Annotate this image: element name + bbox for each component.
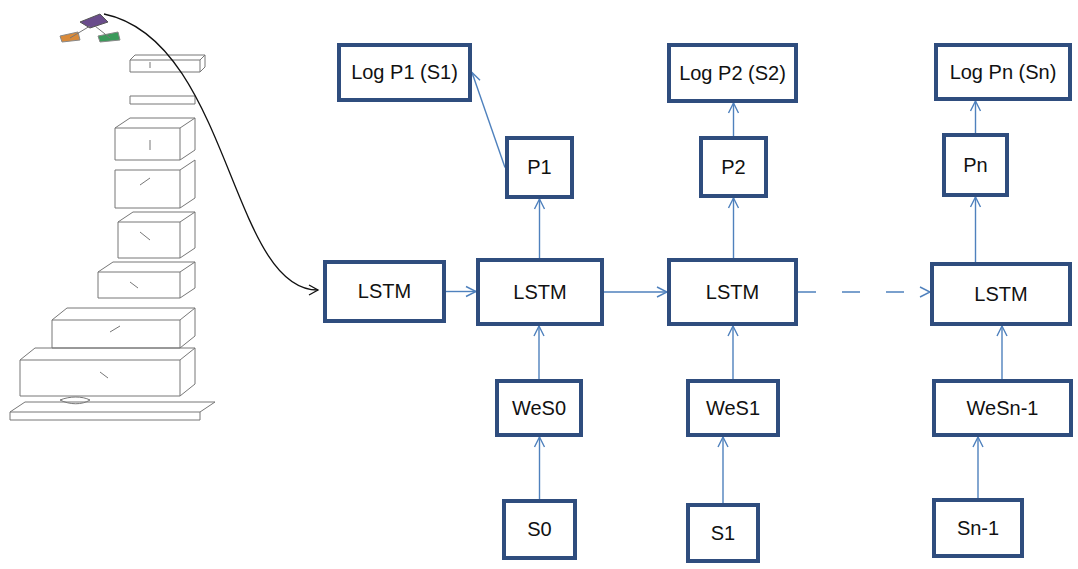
- process-box: Log P2 (S2): [667, 43, 798, 103]
- arrow-connector: [446, 291, 476, 292]
- box-label: WeSn-1: [967, 397, 1039, 420]
- box-label: LSTM: [358, 280, 411, 303]
- arrow-connector: [722, 437, 723, 503]
- process-box: Log Pn (Sn): [934, 43, 1072, 101]
- arrow-connector: [539, 437, 540, 499]
- arrow-connector: [732, 326, 733, 379]
- box-label: Log P1 (S1): [351, 61, 458, 84]
- arrow-connector: [538, 326, 539, 379]
- arrow-connector: [733, 103, 734, 136]
- arrow-connector: [1001, 326, 1002, 379]
- box-label: LSTM: [513, 281, 566, 304]
- arrow-connector: [472, 73, 505, 168]
- process-box: P1: [505, 136, 574, 199]
- arrow-connector: [975, 197, 976, 262]
- arrow-connector: [539, 199, 540, 258]
- arrow-connector: [604, 291, 667, 292]
- process-box: LSTM: [476, 258, 604, 326]
- process-box: P2: [699, 136, 768, 198]
- box-label: WeS0: [512, 397, 566, 420]
- box-label: S1: [711, 522, 735, 545]
- process-box: LSTM: [323, 260, 446, 323]
- box-label: Log Pn (Sn): [950, 61, 1057, 84]
- process-box: S1: [686, 503, 760, 563]
- process-box: WeS1: [686, 379, 780, 437]
- process-box: LSTM: [667, 258, 798, 326]
- process-box: Log P1 (S1): [337, 43, 472, 102]
- box-label: S0: [527, 518, 551, 541]
- process-box: S0: [502, 499, 577, 560]
- arrow-connector: [798, 291, 930, 292]
- box-label: P1: [527, 156, 551, 179]
- arrow-connector: [733, 198, 734, 258]
- process-box: LSTM: [930, 262, 1072, 326]
- box-label: P2: [721, 156, 745, 179]
- process-box: WeS0: [495, 379, 583, 437]
- box-label: Pn: [963, 154, 987, 177]
- box-label: Log P2 (S2): [679, 62, 786, 85]
- process-box: Sn-1: [932, 498, 1024, 558]
- process-box: Pn: [942, 133, 1009, 197]
- arrow-connector: [977, 437, 978, 498]
- box-label: WeS1: [706, 397, 760, 420]
- box-label: LSTM: [974, 283, 1027, 306]
- box-label: LSTM: [706, 281, 759, 304]
- box-label: Sn-1: [957, 517, 999, 540]
- process-box: WeSn-1: [932, 379, 1073, 437]
- arrow-connector: [975, 101, 976, 133]
